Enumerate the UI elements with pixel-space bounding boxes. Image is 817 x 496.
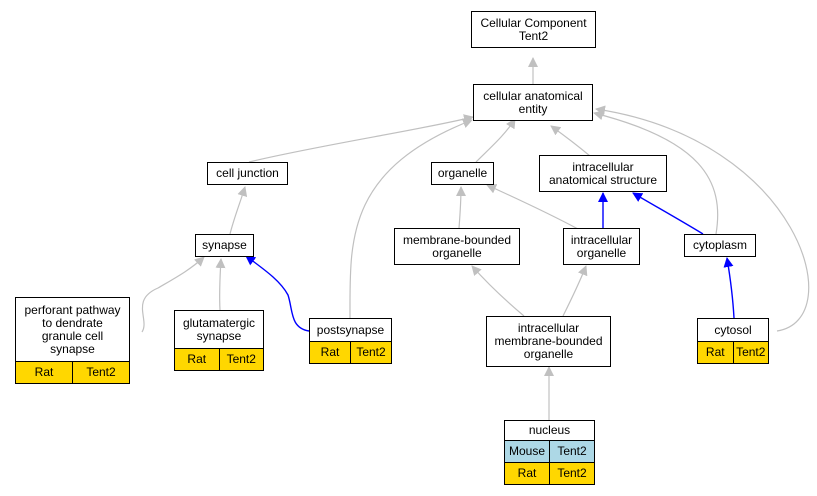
node-synapse[interactable]: synapse	[195, 234, 254, 257]
species-cell: Rat	[310, 342, 350, 363]
node-label: intracellular membrane-bounded organelle	[494, 321, 603, 361]
gene-cell: Tent2	[72, 362, 129, 383]
edge-imbo-io	[562, 265, 588, 317]
edge-celljunction-cae	[248, 114, 474, 163]
node-cell-junction[interactable]: cell junction	[207, 162, 288, 185]
gene-cell: Tent2	[732, 342, 768, 363]
node-perforant-pathway-synapse[interactable]: perforant pathway to dendrate granule ce…	[15, 297, 130, 384]
gene-cell: Tent2	[549, 463, 594, 484]
edge-perforant-synapse	[141, 256, 205, 333]
edge-io-organelle	[486, 184, 579, 230]
species-cell: Mouse	[505, 441, 549, 462]
species-cell: Rat	[698, 342, 733, 363]
edge-cytosol-cae	[595, 105, 810, 332]
species-cell: Rat	[175, 349, 219, 370]
node-label: membrane-bounded organelle	[402, 232, 512, 260]
node-label: nucleus	[528, 423, 571, 437]
node-label: synapse	[202, 238, 247, 252]
node-label: cell junction	[216, 166, 279, 180]
node-label: organelle	[437, 166, 488, 180]
node-cellular-component[interactable]: Cellular Component Tent2	[471, 11, 596, 48]
annotation-row: Rat Tent2	[310, 341, 391, 363]
node-label: perforant pathway to dendrate granule ce…	[24, 302, 121, 356]
node-label: intracellular organelle	[570, 232, 633, 260]
node-cellular-anatomical-entity[interactable]: cellular anatomical entity	[473, 84, 593, 121]
node-label: glutamatergic synapse	[182, 315, 256, 343]
edge-postsynapse-cae	[349, 118, 473, 319]
node-label: Cellular Component Tent2	[480, 15, 587, 43]
node-cytosol[interactable]: cytosol Rat Tent2	[697, 318, 769, 364]
node-label: cellular anatomical entity	[483, 88, 583, 116]
edge-cytoplasm-cae	[593, 110, 719, 235]
species-cell: Rat	[16, 362, 72, 383]
node-postsynapse[interactable]: postsynapse Rat Tent2	[309, 318, 392, 364]
node-organelle[interactable]: organelle	[431, 162, 494, 185]
node-intracellular-anatomical-structure[interactable]: intracellular anatomical structure	[539, 155, 667, 192]
gene-cell: Tent2	[350, 342, 391, 363]
species-cell: Rat	[505, 463, 549, 484]
node-label: postsynapse	[316, 322, 385, 337]
edge-cytosol-cytoplasm	[723, 257, 735, 319]
gene-cell: Tent2	[218, 349, 263, 370]
edge-glutamatergic-synapse	[215, 258, 226, 311]
node-membrane-bounded-organelle[interactable]: membrane-bounded organelle	[394, 228, 520, 265]
node-intracellular-organelle[interactable]: intracellular organelle	[563, 228, 640, 265]
edge-organelle-cae	[475, 118, 516, 163]
node-nucleus[interactable]: nucleus Mouse Tent2 Rat Tent2	[504, 420, 595, 485]
edge-synapse-celljunction	[229, 186, 248, 235]
annotation-row: Mouse Tent2	[505, 440, 594, 462]
edge-ias-cae	[550, 125, 591, 157]
gene-cell: Tent2	[549, 441, 594, 462]
annotation-row: Rat Tent2	[505, 462, 594, 484]
edge-postsynapse-synapse	[245, 255, 310, 332]
edge-imbo-mbo	[471, 265, 525, 317]
annotation-row: Rat Tent2	[175, 348, 263, 370]
node-glutamatergic-synapse[interactable]: glutamatergic synapse Rat Tent2	[174, 310, 264, 371]
node-intracellular-membrane-bounded-organelle[interactable]: intracellular membrane-bounded organelle	[486, 316, 611, 367]
node-label: cytosol	[714, 322, 752, 337]
node-label: cytoplasm	[692, 238, 748, 252]
annotation-row: Rat Tent2	[698, 341, 768, 363]
node-label: intracellular anatomical structure	[548, 159, 658, 187]
edge-cytoplasm-ias	[632, 192, 704, 235]
annotation-row: Rat Tent2	[16, 361, 129, 383]
node-cytoplasm[interactable]: cytoplasm	[684, 234, 756, 257]
edge-mbo-organelle	[455, 186, 466, 229]
